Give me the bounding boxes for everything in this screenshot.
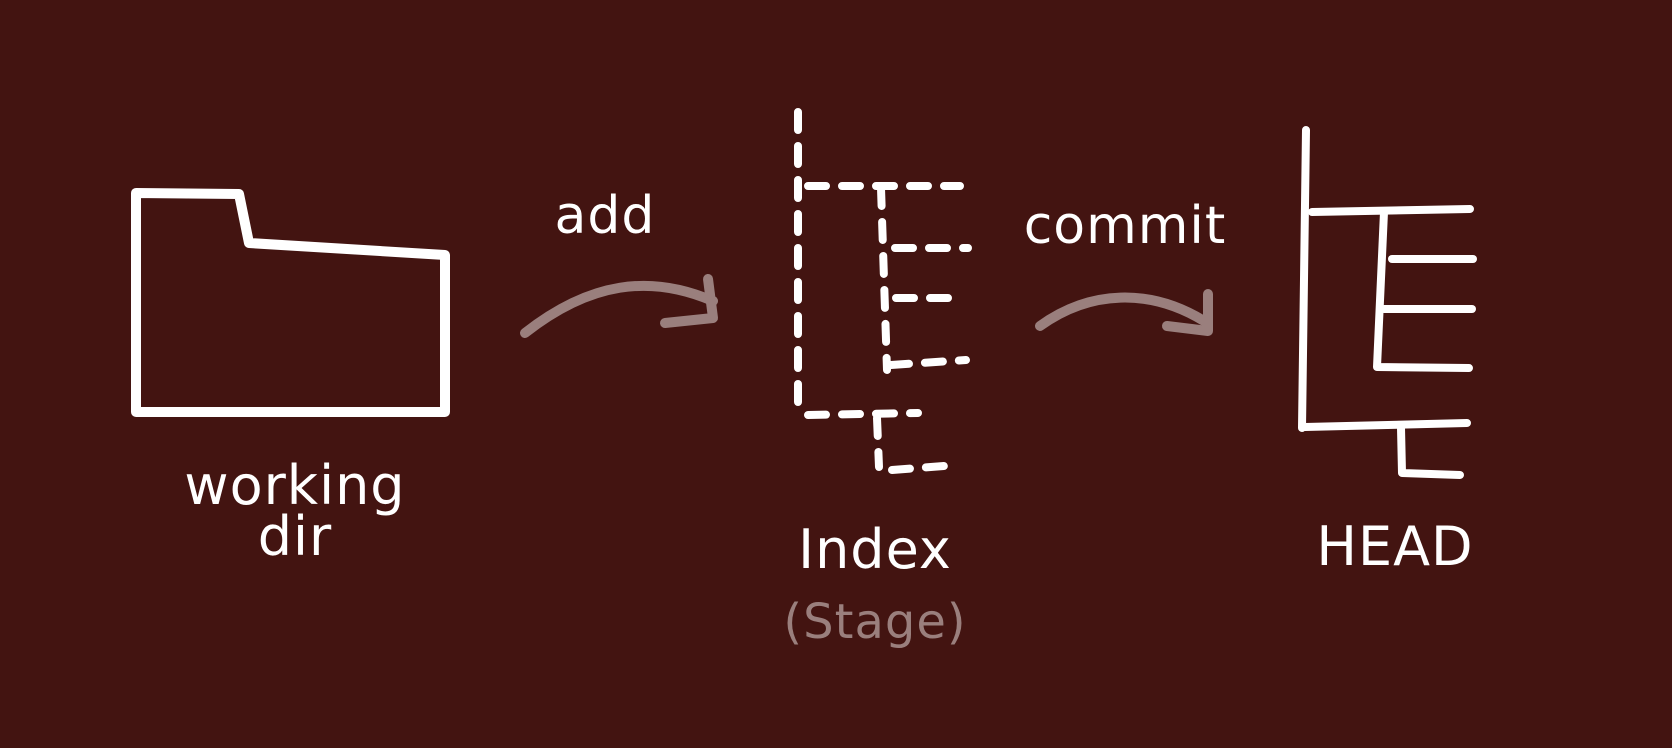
add-label: add [554, 186, 656, 246]
commit-label: commit [1023, 196, 1227, 256]
index-label: Index [798, 518, 952, 581]
commit-arrow-icon [1035, 289, 1213, 336]
dashed-tree-icon [794, 108, 972, 474]
solid-tree-icon [1298, 126, 1477, 479]
head-label: HEAD [1316, 515, 1474, 578]
working-dir-label-line-1: working [184, 454, 406, 517]
add-arrow-icon [520, 274, 718, 338]
folder-icon [131, 188, 450, 417]
working-dir-label-line-2: dir [257, 505, 333, 569]
stage-label: (Stage) [783, 594, 967, 650]
working-dir-label: working dir [150, 454, 440, 569]
